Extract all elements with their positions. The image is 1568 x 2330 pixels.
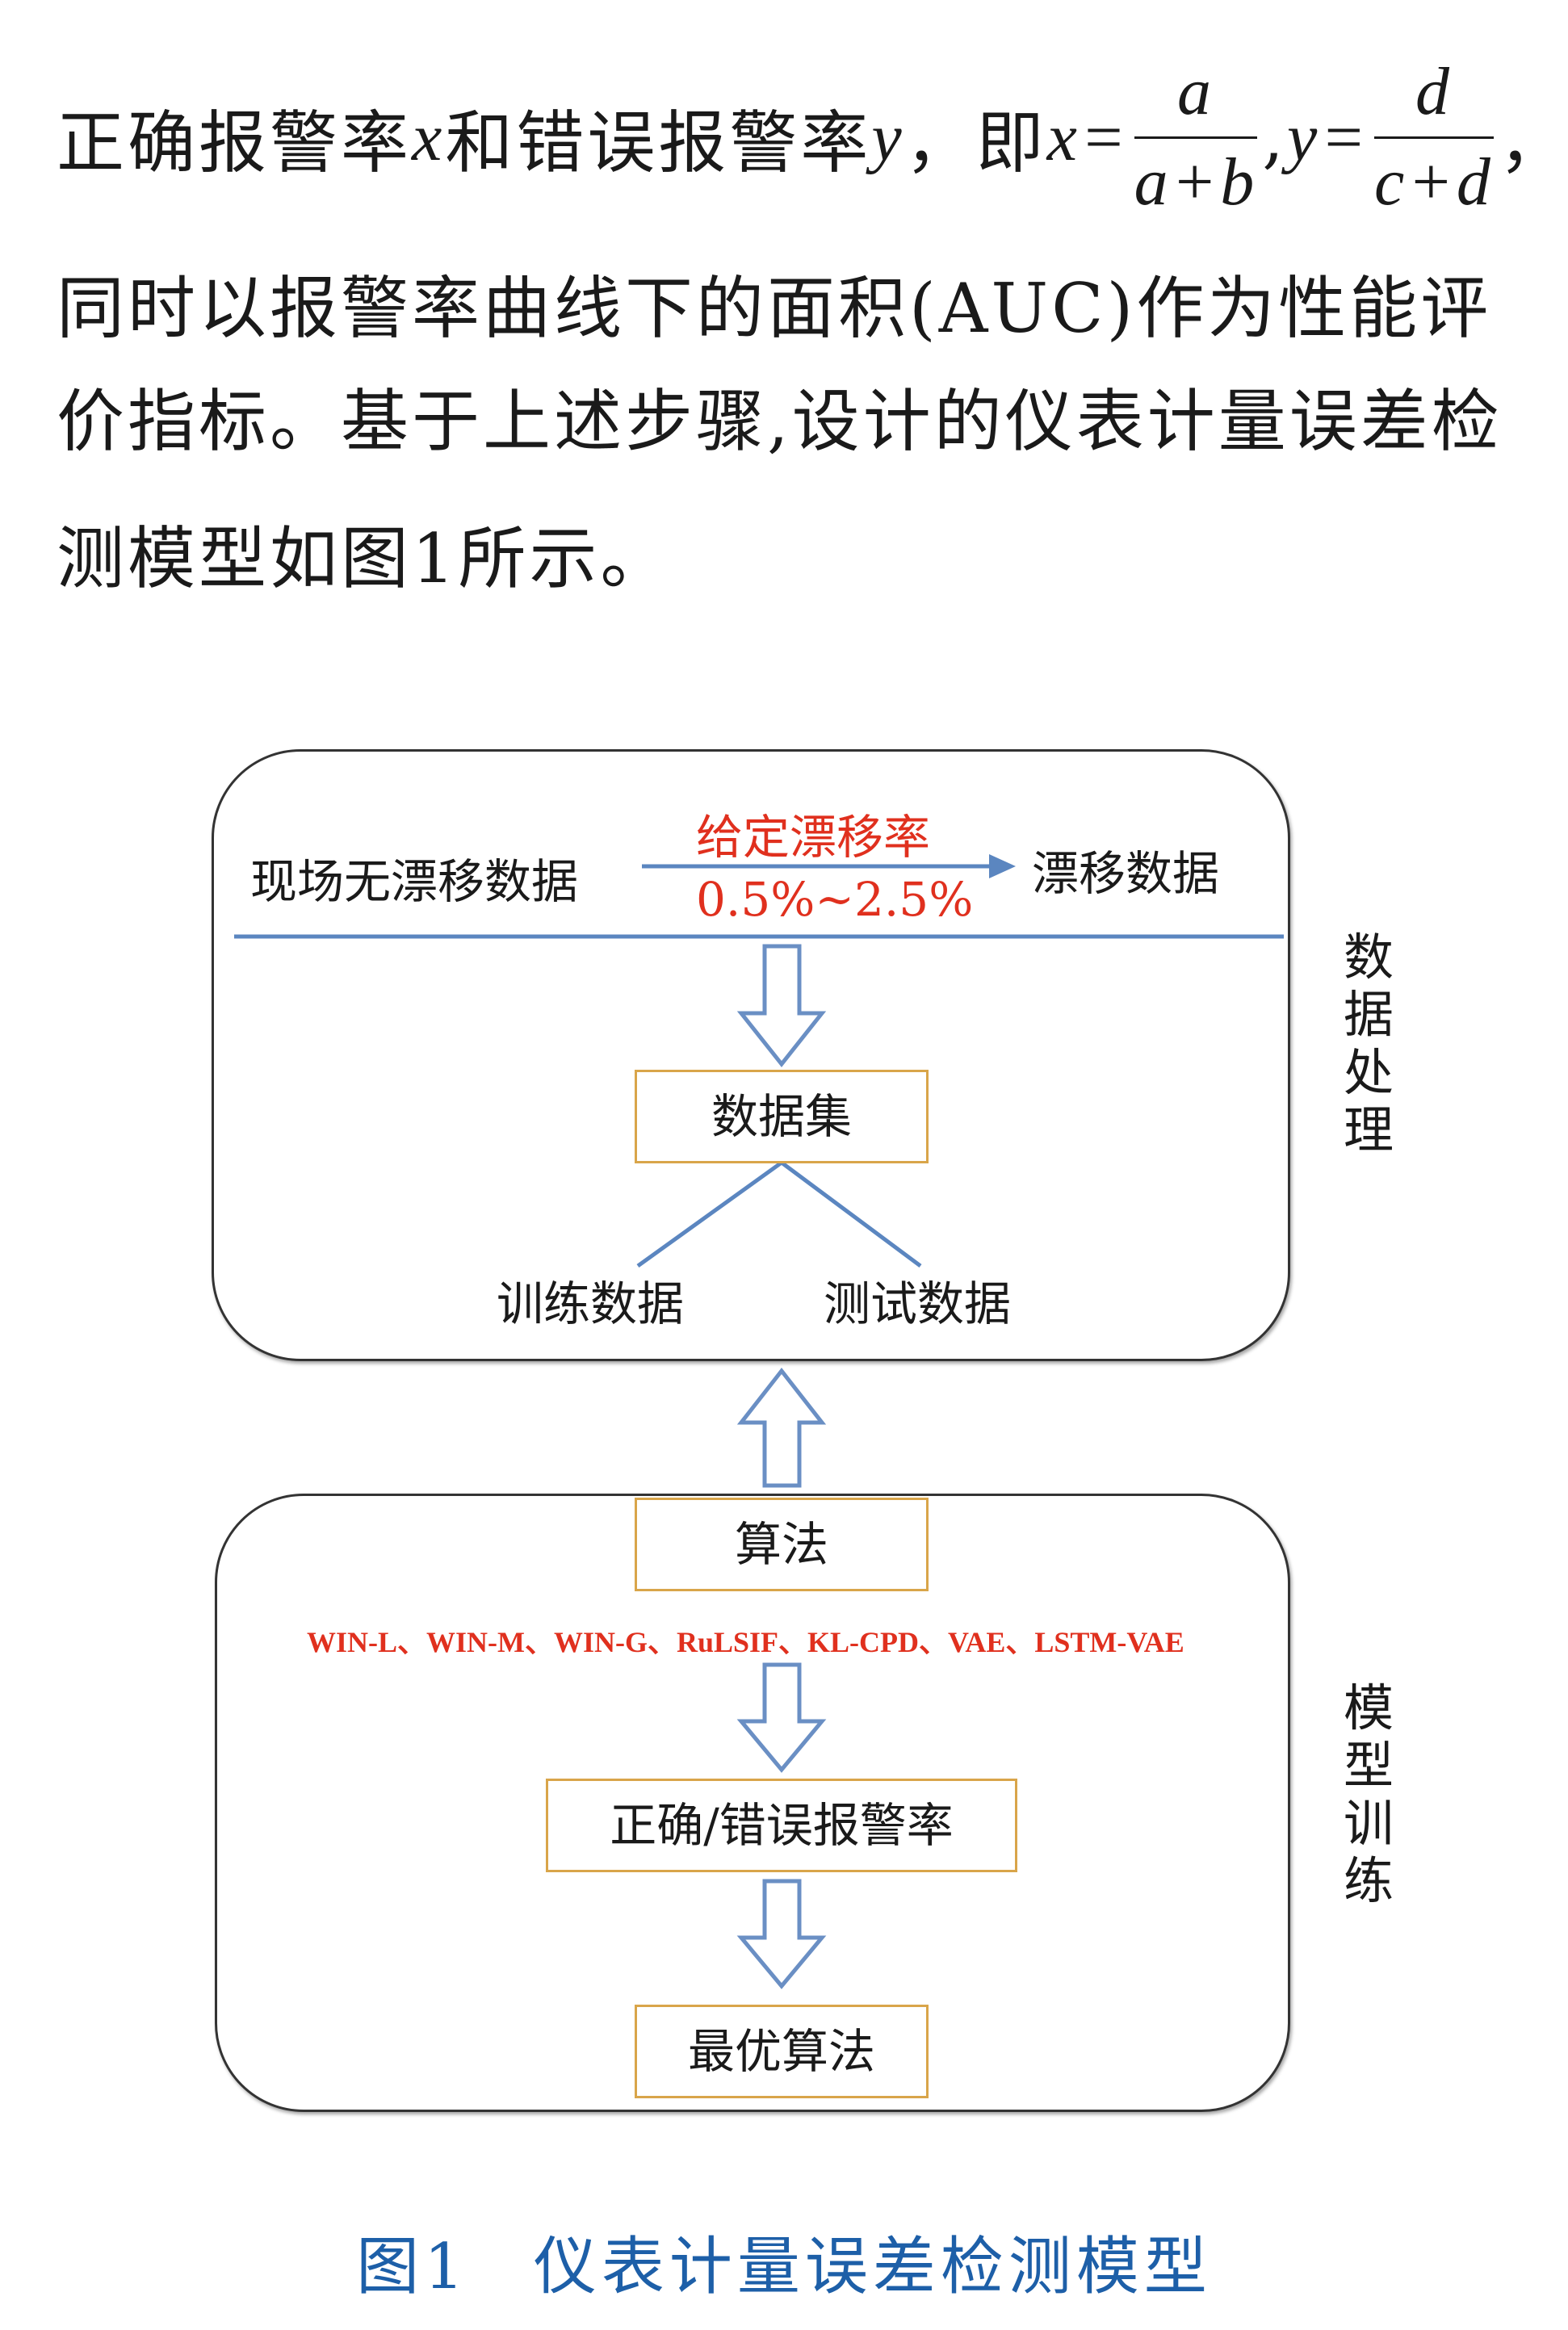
- drift-rate-range: 0.5%~2.5%: [696, 872, 974, 927]
- figure-title: 仪表计量误差检测模型: [533, 2231, 1212, 2303]
- paragraph-line-2: 同时以报警率曲线下的面积(AUC)作为性能评: [57, 269, 1492, 348]
- fraction-x: a a+b: [1134, 52, 1258, 224]
- split-line-right: [780, 1160, 922, 1268]
- text-correct-alarm-rate: 正确报警率: [57, 103, 413, 182]
- algorithm-list: WIN-L、WIN-M、WIN-G、RuLSIF、KL-CPD、VAE、LSTM…: [307, 1626, 1184, 1658]
- text-false-alarm-rate: 和错误报警率: [445, 103, 872, 182]
- hollow-arrow-up: [736, 1367, 827, 1488]
- line-end-comma: ，: [1498, 103, 1568, 182]
- fraction-y-numerator: d: [1415, 53, 1453, 129]
- test-data-label: 测试数据: [824, 1276, 1012, 1331]
- drift-rate-label: 给定漂移率: [696, 810, 931, 865]
- fraction-x-denominator: a+b: [1134, 144, 1258, 220]
- data-processing-box: [212, 749, 1290, 1361]
- figure-number: 图1: [356, 2231, 469, 2303]
- drift-arrowhead: [989, 854, 1016, 878]
- eq-y-lhs: y=: [1287, 99, 1369, 175]
- train-data-label: 训练数据: [497, 1276, 685, 1331]
- paragraph-line-3: 价指标。基于上述步骤,设计的仪表计量误差检: [57, 382, 1503, 461]
- fraction-x-numerator: a: [1176, 53, 1214, 129]
- side-char: 练: [1343, 1850, 1394, 1910]
- split-line-left: [636, 1160, 783, 1268]
- side-label-data-processing: 数 据 处 理: [1340, 928, 1397, 1159]
- paragraph-line-4: 测模型如图1所示。: [57, 519, 672, 598]
- hollow-arrow-down-1: [736, 944, 827, 1068]
- fraction-bar: [1134, 136, 1258, 139]
- side-char: 数: [1343, 928, 1394, 987]
- source-data-label: 现场无漂移数据: [250, 854, 579, 909]
- fraction-y: d c+d: [1373, 52, 1494, 224]
- algorithm-box: 算法: [635, 1498, 929, 1591]
- fraction-y-denominator: c+d: [1373, 144, 1494, 220]
- best-algorithm-box: 最优算法: [635, 2005, 929, 2098]
- text-ie: ，即: [904, 103, 1047, 182]
- alarm-rates-box: 正确/错误报警率: [546, 1779, 1017, 1872]
- side-char: 处: [1343, 1042, 1394, 1102]
- side-char: 型: [1343, 1736, 1394, 1796]
- hollow-arrow-down-3: [736, 1879, 827, 1989]
- fraction-bar: [1373, 136, 1494, 139]
- var-y: y: [871, 99, 905, 175]
- eq-x-lhs: x=: [1046, 99, 1130, 175]
- side-label-model-training: 模 型 训 练: [1340, 1679, 1397, 1909]
- var-x: x: [412, 99, 446, 175]
- figure-caption: 图1 仪表计量误差检测模型: [0, 2216, 1568, 2307]
- side-char: 训: [1343, 1793, 1394, 1853]
- hollow-arrow-down-2: [736, 1662, 827, 1773]
- comma-separator: ,: [1262, 98, 1287, 177]
- side-char: 理: [1343, 1100, 1394, 1159]
- side-char: 模: [1343, 1678, 1394, 1737]
- side-char: 据: [1343, 985, 1394, 1045]
- drift-data-label: 漂移数据: [1032, 846, 1220, 901]
- dataset-box: 数据集: [635, 1070, 929, 1163]
